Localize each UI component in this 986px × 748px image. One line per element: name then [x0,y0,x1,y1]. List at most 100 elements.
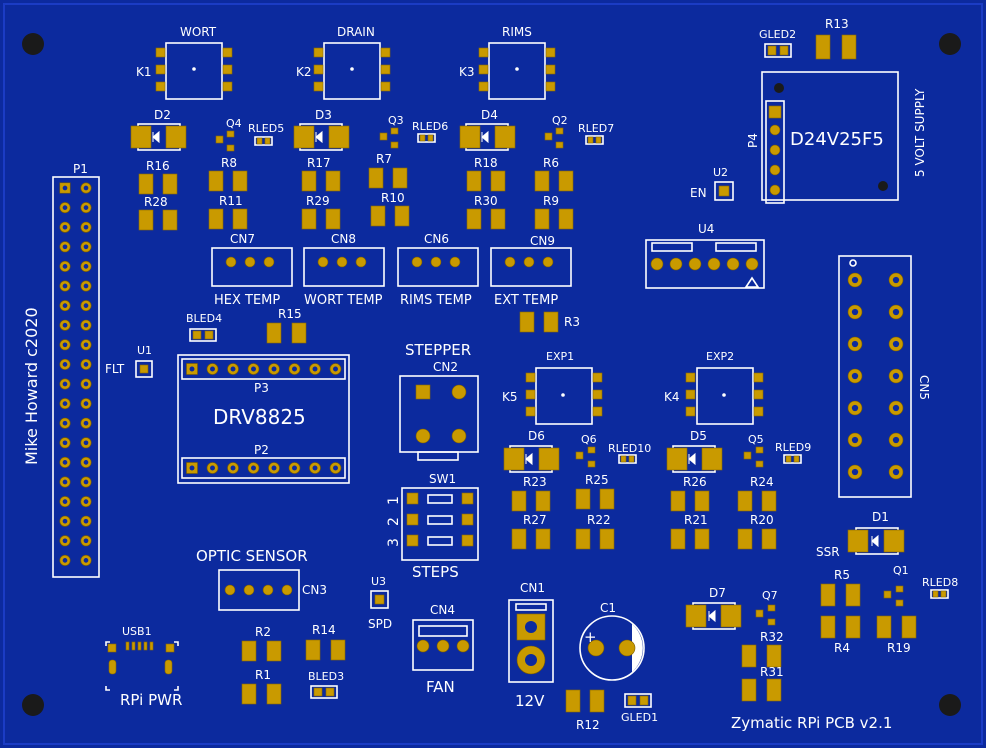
pin-drill [62,362,68,367]
svg-text:3: 3 [386,538,402,547]
relay-k3: RIMS K3 [459,25,556,100]
svg-text:STEPPER: STEPPER [405,341,471,359]
pin-drill [333,366,338,372]
svg-text:Q1: Q1 [893,564,909,577]
pin-drill [892,340,900,348]
svg-text:R32: R32 [760,630,784,644]
transistor-q6: Q6 [575,433,597,468]
svg-text:R1: R1 [255,668,271,682]
svg-text:R16: R16 [146,159,170,173]
wort-temp-label: WORT TEMP [304,293,383,308]
svg-text:EXP2: EXP2 [706,350,734,363]
pin-drill [230,465,236,471]
svg-text:FAN: FAN [426,678,455,696]
svg-text:U2: U2 [713,166,728,179]
pin-drill [851,468,859,476]
svg-text:R18: R18 [474,156,498,170]
diode-d5: D5 [666,429,723,473]
svg-text:CN5: CN5 [917,375,931,400]
svg-text:D1: D1 [872,510,889,524]
relay-k2: DRAIN K2 [296,25,391,100]
connector-cn6: CN6 RIMS TEMP [397,232,479,308]
svg-text:CN1: CN1 [520,581,545,595]
pin-drill [62,283,68,289]
pin-drill [62,303,68,308]
connector-cn9: CN9 EXT TEMP [490,234,572,308]
svg-text:D7: D7 [709,586,726,600]
pin-drill [62,264,68,269]
svg-text:R21: R21 [684,513,708,527]
svg-text:R10: R10 [381,191,405,205]
resistors-r32-r31: R32 R31 [741,630,784,702]
pin-drill [892,276,900,284]
pin-drill [62,499,68,504]
svg-text:R19: R19 [887,641,911,655]
relay-exp2: EXP2 K4 [664,350,764,425]
pin-drill [62,479,68,485]
diode-d6: D6 [503,429,560,473]
svg-text:Q2: Q2 [552,114,568,127]
pin-drill [292,465,297,471]
svg-text:Q7: Q7 [762,589,778,602]
board-edge [3,3,983,745]
svg-text:R30: R30 [474,194,498,208]
pin-drill [62,342,68,348]
pin-drill [62,185,68,191]
relay-exp1: EXP1 K5 [502,350,603,425]
pin-drill [83,460,89,465]
pin-drill [333,465,338,471]
pin-drill [83,322,89,328]
testpoint-u1: U1 FLT [105,344,153,378]
svg-text:D2: D2 [154,108,171,122]
mounting-hole [939,33,961,55]
pin-drill [62,322,68,328]
resistors-right-bottom: R5 R4 R19 Q1 RLED8 [820,564,958,655]
svg-text:K5: K5 [502,390,518,404]
pin-drill [62,381,68,387]
diode-d2: D2 [130,108,187,151]
svg-text:C1: C1 [600,601,616,615]
led-rled5: RLED5 [248,122,284,146]
transistor-q2: Q2 [544,114,568,149]
svg-text:R15: R15 [278,307,302,321]
pin-drill [851,404,859,412]
testpoint-u2: U2 EN [690,166,734,201]
svg-text:Q5: Q5 [748,433,764,446]
pin-drill [292,366,297,372]
svg-text:R27: R27 [523,513,547,527]
relay-label-drain: DRAIN [337,25,375,39]
resistor-r12: R12 [565,689,605,732]
svg-text:EXP1: EXP1 [546,350,574,363]
pin-drill [83,244,89,250]
diode-d4: D4 [459,108,516,151]
svg-text:SSR: SSR [816,545,840,559]
svg-text:2: 2 [386,517,402,526]
svg-text:CN4: CN4 [430,603,455,617]
pin-drill [189,465,195,471]
svg-text:RLED9: RLED9 [775,441,811,454]
connector-cn7: CN7 HEX TEMP [211,232,293,308]
svg-text:R31: R31 [760,665,784,679]
svg-text:D6: D6 [528,429,545,443]
transistor-q4: Q4 [215,117,242,152]
svg-text:Q4: Q4 [226,117,242,130]
pin-drill [892,308,900,316]
pin-drill [83,381,89,387]
transistor-q5: Q5 [743,433,764,468]
pin-drill [83,538,89,544]
svg-text:R22: R22 [587,513,611,527]
svg-text:R23: R23 [523,475,547,489]
svg-text:R11: R11 [219,194,243,208]
pin-drill [312,465,318,471]
svg-text:EN: EN [690,186,707,200]
svg-text:R17: R17 [307,156,331,170]
pin-drill [83,499,89,504]
module-d24v25f5: D24V25F5 P4 5 VOLT SUPPLY [746,71,927,204]
drv8825-label: DRV8825 [213,405,306,429]
svg-text:+: + [584,628,597,646]
svg-text:R3: R3 [564,315,580,329]
pin-drill [62,440,68,446]
pin-drill [892,468,900,476]
pin-drill [83,420,89,426]
pin-drill [83,479,89,485]
